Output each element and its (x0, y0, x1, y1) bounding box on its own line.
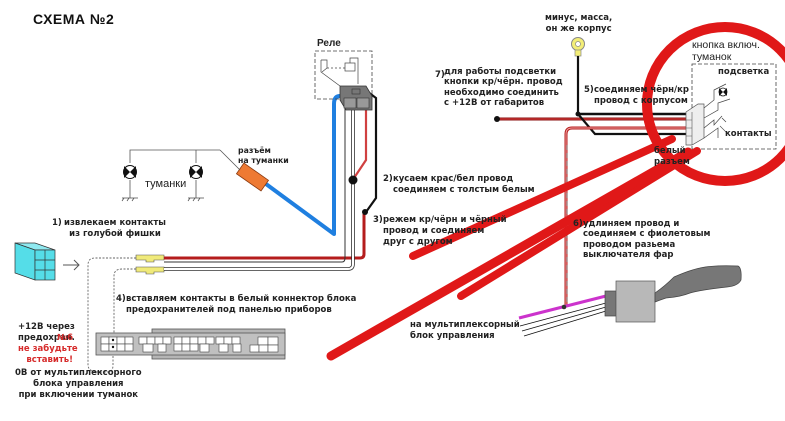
ground-symbol-right-icon (187, 197, 204, 202)
dotted-lead-2 (113, 268, 136, 345)
multiplex-label: на мультиплексорный блок управления (410, 320, 520, 341)
fog-connector (235, 162, 270, 192)
fuse-note-highlight: №6 не забудьте вставить! (18, 333, 78, 365)
contacts-label: контакты (725, 129, 772, 139)
step-4-text: вставляем контакты в белый коннектор бло… (126, 294, 357, 315)
step-5-text: соединяем чёрн/кр провод с корпусом (594, 85, 689, 106)
fog-button (685, 63, 777, 150)
terminal-1 (135, 254, 165, 263)
diagram-title: СХЕМА №2 (33, 11, 115, 27)
arrow-icon (63, 259, 80, 271)
step-6-text: удлиняем провод и соединяем с фиолетовым… (583, 219, 711, 260)
ground-symbol-left-icon (121, 197, 138, 202)
blue-wire (264, 94, 341, 236)
step-4-number: 4) (116, 294, 126, 304)
backlight-label: подсветка (718, 67, 770, 77)
step-3-number: 3) (373, 215, 383, 225)
step-2-number: 2) (383, 174, 393, 184)
white-connector-label: белый разъем (654, 146, 690, 167)
relay (314, 50, 373, 111)
fog-lamp-right-icon (189, 165, 203, 179)
headlight-switch (604, 265, 742, 323)
fuse-note-text: +12В через предохран. (18, 322, 75, 343)
red-white-wire (353, 100, 368, 179)
relay-label: Реле (317, 38, 341, 49)
dotted-lead-1 (87, 257, 136, 373)
step-7-number: 7) (435, 70, 445, 80)
black-wire (365, 91, 378, 213)
red-wire-main (164, 212, 366, 260)
terminal-2 (135, 266, 165, 275)
fog-connector-label: разъём на туманки (238, 146, 289, 165)
step-1-number: 1) (52, 218, 62, 228)
ground-lug-icon (571, 37, 585, 57)
zero-volt-note: 0В от мультиплексорного блока управления… (15, 368, 142, 400)
step-5-number: 5) (584, 85, 594, 95)
step-1-text: извлекаем контакты из голубой фишки (64, 218, 166, 239)
ground-label: минус, масса, он же корпус (545, 13, 613, 34)
fog-lights-label: туманки (145, 178, 187, 190)
red-highlight-annotation (326, 22, 785, 361)
junction-dot-2 (348, 175, 358, 185)
backlight-junction-dot (494, 116, 500, 122)
step-6-number: 6) (573, 219, 583, 229)
step-3-text: режем кр/чёрн и чёрный провод и соединяе… (383, 215, 507, 247)
fuse-note: +12В через предохран. (18, 322, 75, 344)
fuse-box-connector (95, 328, 286, 360)
step-7-text: для работы подсветки кнопки кр/чёрн. про… (444, 67, 563, 108)
fog-button-title: кнопка включ. туманок (692, 39, 760, 63)
fog-lamp-left-icon (123, 165, 137, 179)
blue-chip (14, 242, 56, 281)
junction-dot-3 (362, 209, 368, 215)
step-2-text: кусаем крас/бел провод соединяем с толст… (393, 174, 535, 195)
